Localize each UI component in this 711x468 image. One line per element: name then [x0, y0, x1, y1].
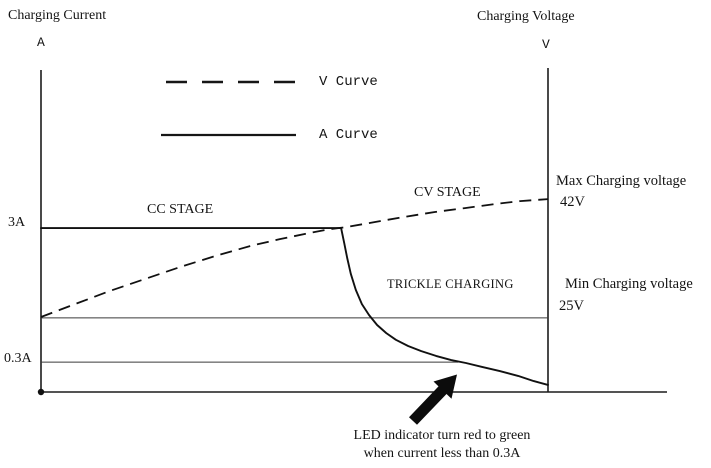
min-voltage-title: Min Charging voltage: [565, 276, 693, 292]
min-voltage-value: 25V: [559, 298, 584, 314]
right-axis-title: Charging Voltage: [477, 9, 575, 24]
legend-v-curve-label: V Curve: [319, 74, 378, 90]
max-voltage-title: Max Charging voltage: [556, 173, 687, 189]
left-axis-unit: A: [37, 35, 45, 50]
tick-0-3a: 0.3A: [4, 351, 32, 366]
led-note-line2: when current less than 0.3A: [363, 446, 521, 461]
max-voltage-value: 42V: [560, 194, 585, 210]
origin-dot: [37, 388, 45, 396]
cc-stage-label: CC STAGE: [147, 202, 214, 217]
level-lines: [41, 317, 548, 363]
led-note-line1: LED indicator turn red to green: [353, 428, 531, 443]
led-indicator-arrow-icon: [409, 374, 457, 425]
a-curve-path: [40, 227, 549, 386]
tick-3a: 3A: [8, 215, 26, 230]
v-curve-path: [40, 198, 549, 318]
right-axis-unit: V: [542, 37, 550, 52]
legend-a-curve-label: A Curve: [319, 127, 378, 143]
cv-stage-label: CV STAGE: [414, 185, 481, 200]
trickle-charging-label: TRICKLE CHARGING: [387, 277, 514, 291]
axes-group: [37, 68, 667, 396]
led-indicator-note: LED indicator turn red to green when cur…: [330, 427, 554, 463]
left-axis-title: Charging Current: [8, 8, 107, 23]
